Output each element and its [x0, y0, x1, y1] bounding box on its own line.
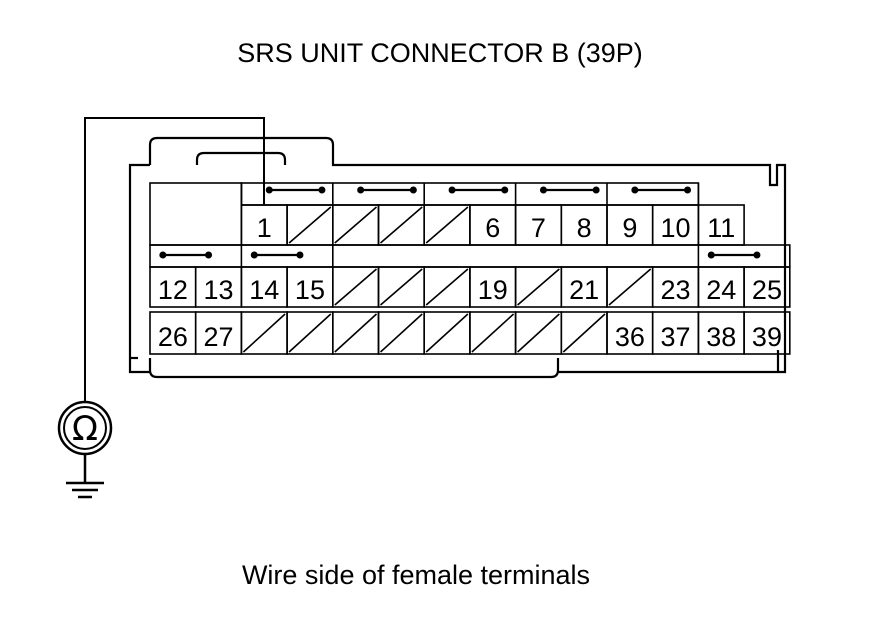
- terminal-cell: [743, 311, 791, 355]
- shorting-bar-end: [205, 251, 213, 259]
- terminal-number: 25: [752, 275, 782, 305]
- empty-cavity-mark: [471, 313, 515, 353]
- terminal-number: 11: [707, 213, 735, 243]
- shorting-bar-end: [448, 186, 456, 194]
- shorting-bar-end: [250, 251, 258, 259]
- empty-cavity-mark: [379, 268, 423, 306]
- empty-cavity-mark: [425, 268, 469, 306]
- ohm-icon: Ω: [72, 409, 98, 449]
- shorting-bar-end: [753, 251, 761, 259]
- empty-cavity-mark: [242, 313, 286, 353]
- ohmmeter: Ω: [57, 400, 113, 456]
- empty-cavity-mark: [517, 268, 560, 306]
- terminal-number: 7: [531, 213, 546, 243]
- ground-icon: [66, 454, 104, 499]
- terminal-number: 10: [661, 213, 691, 243]
- terminal-number: 12: [158, 275, 188, 305]
- shorting-bar-end: [357, 186, 365, 194]
- connector-housing: [128, 136, 787, 379]
- empty-cavity-mark: [608, 268, 652, 306]
- empty-cavity-mark: [425, 206, 469, 244]
- empty-cavity-mark: [334, 313, 378, 353]
- diagram-caption: Wire side of female terminals: [241, 560, 591, 590]
- shorting-bar-end: [296, 251, 304, 259]
- terminal-number: 6: [485, 213, 500, 243]
- empty-cavity-mark: [379, 206, 423, 244]
- shorting-bar-end: [159, 251, 167, 259]
- terminal-number: 38: [706, 322, 736, 352]
- terminal-number: 21: [569, 275, 599, 305]
- shorting-bar-end: [501, 186, 509, 194]
- empty-cavity-mark: [288, 313, 332, 353]
- terminal-number: 9: [622, 213, 637, 243]
- test-lead: [84, 117, 265, 402]
- diagram-title: SRS UNIT CONNECTOR B (39P): [237, 38, 643, 68]
- shorting-bar-end: [631, 186, 639, 194]
- blank-block: [149, 182, 243, 246]
- empty-cavity-mark: [334, 268, 378, 306]
- empty-cavity-mark: [425, 313, 469, 353]
- terminal-number: 8: [577, 213, 592, 243]
- terminal-number: 36: [615, 322, 645, 352]
- shorting-bar-end: [684, 186, 692, 194]
- empty-cavity-mark: [379, 313, 423, 353]
- empty-cavity-mark: [562, 313, 606, 353]
- empty-cavity-mark: [517, 313, 560, 353]
- terminal-number: 14: [249, 275, 279, 305]
- shorting-bars: [159, 183, 761, 267]
- shorting-bar-row: [240, 182, 700, 206]
- shorting-bar-end: [592, 186, 600, 194]
- terminal-number: 13: [204, 275, 234, 305]
- empty-cavity-mark: [334, 206, 378, 244]
- shorting-bar-row: [149, 244, 791, 268]
- terminal-number: 19: [478, 275, 508, 305]
- terminal-number: 27: [204, 322, 234, 352]
- terminal-number: 26: [158, 322, 188, 352]
- terminal-number: 15: [295, 275, 325, 305]
- shorting-bar-end: [539, 186, 547, 194]
- shorting-bar-end: [409, 186, 417, 194]
- shorting-bar-end: [318, 186, 326, 194]
- terminal-number: 1: [257, 213, 272, 243]
- terminal-number: 24: [706, 275, 736, 305]
- empty-cavity-mark: [288, 206, 332, 244]
- terminal-number: 39: [752, 322, 782, 352]
- shorting-bar-end: [707, 251, 715, 259]
- shorting-bar-end: [265, 186, 273, 194]
- terminal-number: 23: [661, 275, 691, 305]
- terminal-number: 37: [661, 322, 691, 352]
